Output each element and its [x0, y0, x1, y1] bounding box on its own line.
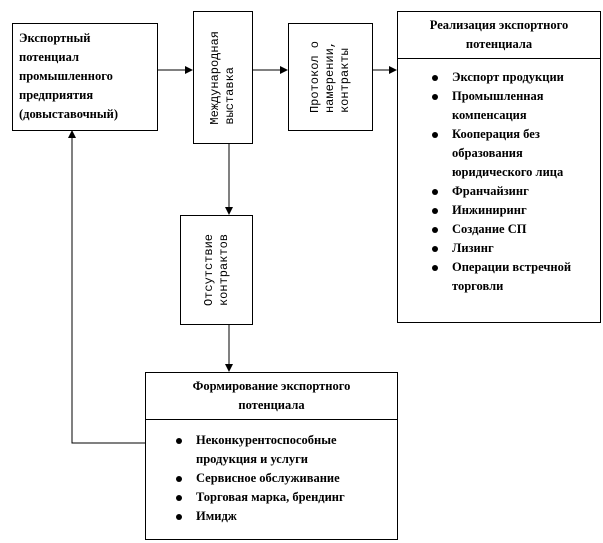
potential-line: предприятия [19, 88, 94, 102]
realization-list: Экспорт продукции Промышленная компенсац… [398, 59, 600, 296]
protocol-label: Протокол о намерении, контракты [308, 40, 352, 113]
exhibition-box: Международная выставка [193, 11, 253, 144]
list-item: Создание СП [426, 220, 592, 239]
protocol-box: Протокол о намерении, контракты [288, 23, 373, 131]
list-item: Торговая марка, брендинг [170, 488, 389, 507]
list-item: Франчайзинг [426, 182, 592, 201]
list-item: Экспорт продукции [426, 68, 592, 87]
exhibition-label: Международная выставка [208, 30, 237, 125]
potential-line: промышленного [19, 69, 113, 83]
list-item: Имидж [170, 507, 389, 526]
realization-box: Реализация экспортного потенциала Экспор… [397, 11, 601, 323]
list-item: Сервисное обслуживание [170, 469, 389, 488]
realization-title: Реализация экспортного потенциала [398, 12, 600, 59]
formation-list: Неконкурентоспособные продукция и услуги… [146, 420, 397, 526]
potential-line: потенциал [19, 50, 79, 64]
export-potential-box: Экспортный потенциал промышленного предп… [12, 23, 158, 131]
formation-box: Формирование экспортного потенциала Неко… [145, 372, 398, 540]
potential-line: Экспортный [19, 31, 91, 45]
potential-line: (довыставочный) [19, 107, 118, 121]
formation-title: Формирование экспортного потенциала [146, 373, 397, 420]
list-item: Операции встречной торговли [426, 258, 592, 296]
arrow-formation-to-potential [68, 130, 145, 444]
list-item: Инжиниринг [426, 201, 592, 220]
no-contracts-box: Отсутствие контрактов [180, 215, 253, 325]
list-item: Лизинг [426, 239, 592, 258]
list-item: Промышленная компенсация [426, 87, 592, 125]
list-item: Кооперация без образования юридического … [426, 125, 592, 182]
list-item: Неконкурентоспособные продукция и услуги [170, 431, 389, 469]
no-contracts-label: Отсутствие контрактов [201, 233, 231, 306]
